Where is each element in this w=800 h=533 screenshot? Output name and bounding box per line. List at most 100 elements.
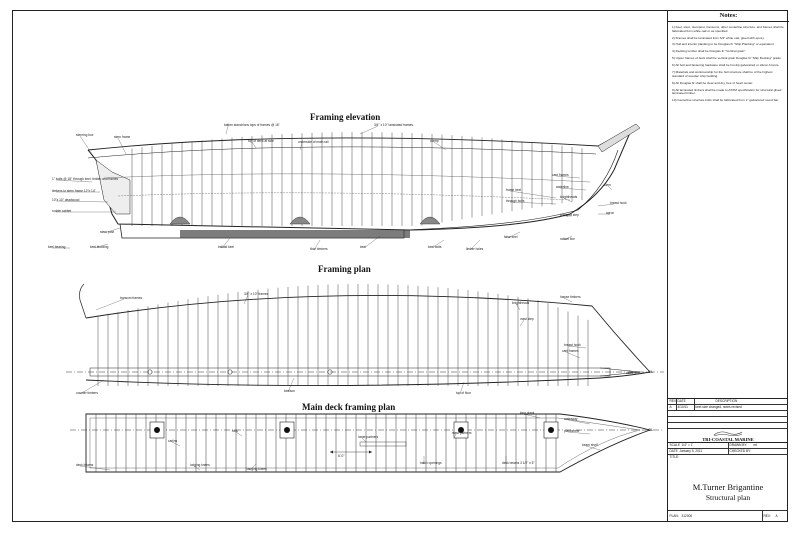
deck-line (87, 146, 597, 159)
bowsprit (597, 123, 641, 153)
title-block: REV DATE DESCRIPTION A 4/10/11 keel size… (667, 398, 788, 522)
dimension-label: 8'-0" (338, 454, 345, 458)
note-item: 7) Materials and workmanship for the hul… (672, 70, 773, 78)
scale-label: SCALE: (669, 443, 681, 447)
mast-step (169, 216, 191, 225)
note-item: 3) Hull and interior planking to be Doug… (672, 42, 775, 47)
deck-callout: planksheer (564, 429, 580, 433)
leader-line (251, 141, 257, 149)
plan-callout: top of floor (456, 391, 472, 395)
leader-line (79, 135, 97, 161)
mast-position (227, 369, 233, 375)
elevation-callout: rabbet line (560, 237, 575, 241)
revision-date: 4/10/11 (677, 405, 688, 409)
leader-line (563, 235, 573, 241)
deck-callout: carlins (168, 439, 178, 443)
plan-callout: breast hook (564, 343, 581, 347)
date-label: DATE: (669, 449, 679, 453)
leader-line (117, 137, 127, 155)
leader-line (313, 239, 321, 251)
leader-line (55, 200, 109, 203)
leader-line (509, 190, 557, 199)
elevation-callout: 3/4" x 10" laminated frames (374, 123, 413, 127)
note-item: 2) Frames shall be laminated from 3/4" w… (672, 35, 765, 40)
mast-position (147, 369, 153, 375)
leader-line (235, 431, 243, 437)
leader-line (563, 297, 573, 303)
elevation-callout: knightheads (560, 195, 578, 199)
deck-callout: waterway (564, 417, 578, 421)
deck-callout: lodging knees (190, 463, 210, 467)
ballast-keel (180, 230, 410, 238)
deck-callout: mast partners (452, 431, 472, 435)
rev-number: A (775, 514, 778, 518)
rev-header: REV (669, 399, 677, 403)
leader-line (459, 381, 465, 395)
leader-line (523, 413, 541, 419)
elevation-callout: steering box (76, 133, 94, 137)
leader-line (55, 179, 93, 183)
deck-callout: deck beams 3 1/2" x 5" (502, 461, 535, 465)
elevation-callout: stem (604, 183, 611, 187)
note-item: 5) Upper frames of deck shall be vertica… (672, 56, 782, 61)
drawn-by-value: mt (753, 443, 758, 447)
deadwood (95, 159, 131, 215)
keelson (89, 367, 611, 377)
centerline-symbol: CL (648, 369, 654, 374)
leader-line (567, 431, 591, 435)
plan-label: PLAN: (669, 514, 679, 518)
elevation-callout: frame heel (506, 188, 522, 192)
leader-line (519, 319, 525, 327)
elevation-callout: stern post (100, 230, 114, 234)
plan-callout: counter timbers (76, 391, 98, 395)
mast-step (419, 216, 441, 225)
mast-hole (284, 427, 290, 433)
elevation-callout: rudder rabbet (52, 209, 72, 213)
leader-line (431, 239, 445, 249)
framing-plan-drawing (66, 283, 664, 386)
note-item: 8) All Douglas fir shall be clear and dr… (672, 80, 754, 85)
stem-plan (599, 367, 641, 377)
deck-callout: lower partners (358, 435, 379, 439)
elevation-callout: timbers to stern frame 12"x 14" (52, 189, 96, 193)
deck-callout: king plank (520, 411, 535, 415)
elevation-callout: 1" bolts @ 18" through keel, timber and … (52, 177, 119, 181)
drawing-sheet (12, 10, 788, 522)
checked-by-label: CHECKED BY: (729, 449, 751, 453)
clamp-line (103, 173, 591, 183)
elevation-callout: cant frames (552, 173, 569, 177)
elevation-callout: 10"x 10" deadwood (52, 198, 80, 202)
leader-line (103, 227, 121, 234)
sheer-line (87, 127, 633, 151)
drawing-title-area: TITLE: M.Turner Brigantine Structural pl… (668, 455, 788, 511)
note-item: 10) Centerline structure bolts shall be … (672, 98, 779, 103)
deck-outline (85, 413, 652, 473)
mast-hole (458, 427, 464, 433)
date-header: DATE (677, 399, 686, 403)
elevation-callout: waterline (556, 185, 569, 189)
deck-callout: bitts (232, 429, 238, 433)
elevation-callout: apron (606, 211, 615, 215)
leader-line (507, 231, 521, 239)
notes-panel: Notes: 1) Keel, stem, sternpost, transom… (667, 10, 789, 398)
mast-position (327, 369, 333, 375)
transom-line (79, 283, 87, 319)
elevation-callout: top of deck at side (248, 139, 274, 143)
note-item: 1) Keel, stem, sternpost, transoms, othe… (672, 25, 784, 33)
carlin (359, 441, 407, 447)
elevation-callout: keel (360, 245, 366, 249)
leader-line (287, 377, 295, 393)
elevation-callout: floor timbers (310, 247, 328, 251)
leader-line (563, 197, 573, 203)
plan-callout: 3/4" x 10" frames (244, 292, 269, 296)
notes-list: 1) Keel, stem, sternpost, transoms, othe… (672, 25, 785, 106)
mast-hole (548, 427, 554, 433)
scale-value: 1/4" = 1' (681, 443, 694, 447)
leader-line (453, 433, 457, 439)
company-logo-icon (713, 431, 743, 437)
main-deck-framing-plan-drawing (70, 413, 664, 473)
leader-line (509, 201, 557, 205)
date-row: DATE: January 5, 2011 CHECKED BY: (668, 449, 788, 455)
revision-letter: A (669, 405, 672, 409)
